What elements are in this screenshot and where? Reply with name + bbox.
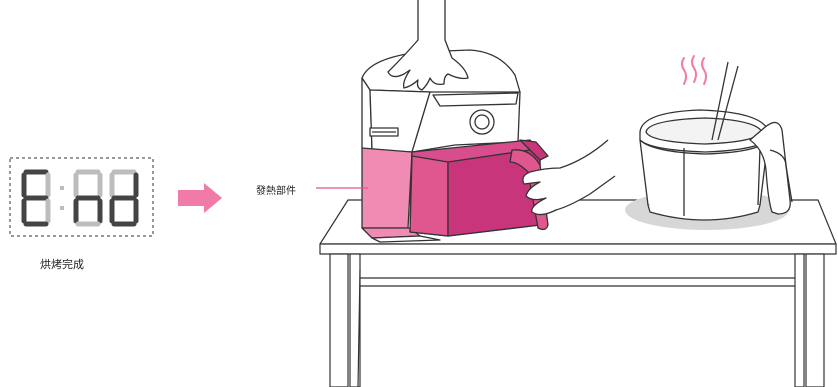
digit-n bbox=[76, 172, 100, 224]
cooking-basket bbox=[640, 62, 792, 220]
digit-e bbox=[24, 172, 48, 224]
cooking-complete-label: 烘烤完成 bbox=[40, 256, 84, 272]
display-colon bbox=[60, 186, 64, 210]
heating-element-label: 發熱部件 bbox=[256, 182, 296, 197]
right-arrow-icon bbox=[178, 183, 222, 213]
lcd-display bbox=[10, 158, 153, 236]
fryer-drawer bbox=[410, 140, 548, 236]
steam-icon bbox=[682, 56, 706, 84]
digit-d bbox=[112, 172, 136, 224]
